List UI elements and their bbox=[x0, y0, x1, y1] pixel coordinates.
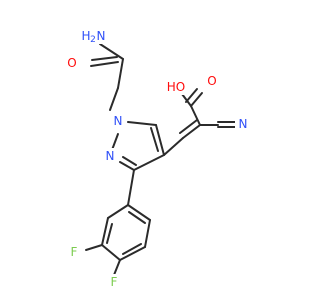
atom-label-nitrile-n: N bbox=[239, 117, 248, 131]
bond-cooh-o-1 bbox=[190, 92, 203, 107]
atom-label-layer: H 2 N O O HO N N N F F bbox=[64, 28, 251, 290]
bond-ca-cooh bbox=[190, 105, 201, 126]
atom-label-amide-n: N bbox=[97, 29, 106, 43]
bond-n1-n2 bbox=[111, 133, 119, 151]
bond-ar-inner-1 bbox=[106, 223, 113, 244]
bond-amide-co-1 bbox=[90, 61, 119, 67]
bond-vinyl-ca-2 bbox=[179, 119, 198, 134]
bond-ar-f1 bbox=[85, 244, 103, 251]
bond-n1-c5 bbox=[127, 121, 157, 126]
bond-ar-5 bbox=[144, 219, 151, 248]
bond-ar-inner-3 bbox=[128, 211, 146, 224]
bond-c4-c5-2 bbox=[150, 127, 159, 152]
bond-c4-vinyl bbox=[163, 137, 184, 156]
bond-ar-2 bbox=[101, 217, 109, 246]
bond-c4-c5-1 bbox=[155, 124, 165, 156]
atom-label-amide-h: H bbox=[81, 29, 90, 43]
bond-nh2-c bbox=[99, 43, 124, 60]
bond-amide-co-2 bbox=[91, 56, 118, 61]
atom-label-acid-oh: HO bbox=[167, 80, 185, 94]
atom-label-pyrazole-n1: N bbox=[114, 114, 123, 128]
atom-label-pyrazole-n2: N bbox=[106, 149, 115, 163]
atom-label-amide-h-subscript: 2 bbox=[90, 35, 96, 45]
atom-label-acid-o: O bbox=[207, 74, 216, 88]
bond-chain-2 bbox=[109, 87, 119, 111]
bond-ar-inner-2 bbox=[122, 243, 142, 255]
bond-ar-6 bbox=[127, 204, 151, 221]
bond-vinyl-ca-1 bbox=[182, 124, 201, 139]
atom-label-fluoro-2: F bbox=[111, 275, 118, 289]
bond-cooh-o-2 bbox=[185, 88, 198, 103]
bond-n2-c3-2 bbox=[122, 156, 137, 166]
bond-c3-c4 bbox=[133, 154, 165, 171]
bond-n2-c3-1 bbox=[119, 161, 135, 171]
bond-ar-4 bbox=[119, 246, 146, 261]
bond-ar-f2 bbox=[113, 259, 121, 276]
bond-chain-1 bbox=[117, 58, 124, 89]
bond-ar-3 bbox=[101, 244, 121, 261]
bond-layer bbox=[85, 43, 236, 276]
bond-ar-1 bbox=[107, 204, 129, 219]
atom-label-amide-o: O bbox=[67, 56, 76, 70]
molecule-structure: H 2 N O O HO N N N F F bbox=[64, 28, 251, 290]
atom-label-fluoro-1: F bbox=[71, 245, 78, 259]
bond-c3-aryl bbox=[127, 169, 135, 206]
